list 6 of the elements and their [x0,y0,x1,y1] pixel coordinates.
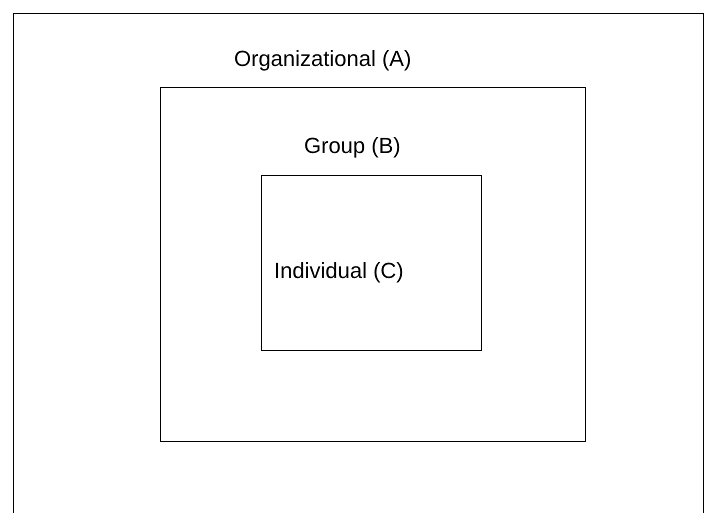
level-label: Individual (C) [274,258,404,284]
level-label: Organizational (A) [234,46,412,72]
level-label: Group (B) [304,133,401,159]
level-box [261,175,482,351]
level-box [160,87,586,442]
level-box [13,13,704,513]
